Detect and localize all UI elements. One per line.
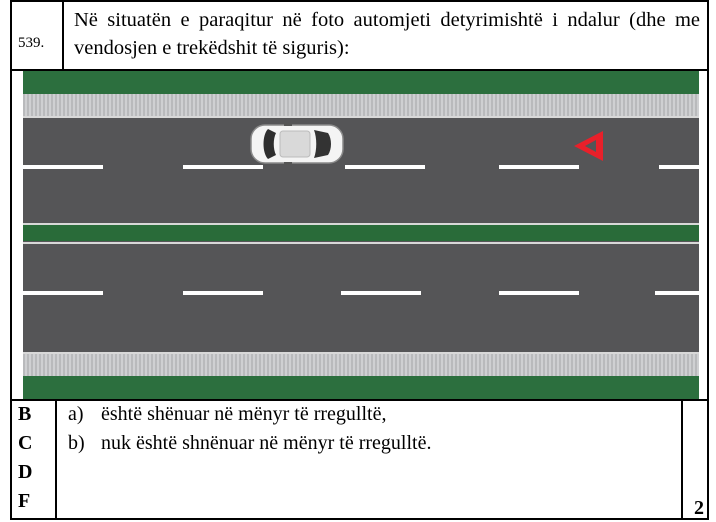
grass-strip-bottom: [23, 376, 699, 399]
lane-dash: [499, 291, 579, 295]
option-text: nuk është shnënuar në mënyr të rregulltë…: [101, 432, 432, 454]
lane-dash: [23, 165, 103, 169]
answer-option-b[interactable]: b) nuk është shnënuar në mënyr të rregull…: [68, 432, 431, 455]
lane-dash: [183, 291, 263, 295]
car-icon: [250, 123, 344, 165]
shoulder-bottom: [23, 354, 699, 376]
question-number: 539.: [18, 35, 45, 51]
median-strip: [23, 225, 699, 241]
points-value: 2: [694, 497, 704, 519]
points-column: 2: [681, 401, 707, 520]
grass-strip-top: [23, 71, 699, 94]
lane-dash: [345, 165, 425, 169]
lane-dash: [341, 291, 421, 295]
question-text: Në situatën e paraqitur në foto automjet…: [74, 9, 700, 59]
question-number-cell: 539.: [12, 2, 64, 69]
lane-dash: [499, 165, 579, 169]
road-edge-line: [23, 242, 699, 244]
road-edge-line: [23, 352, 699, 354]
category-label: B: [18, 403, 32, 425]
road-edge-line: [23, 116, 699, 118]
category-label: C: [18, 432, 33, 454]
lane-dash: [23, 291, 103, 295]
option-text: është shënuar në mënyr të rregulltë,: [101, 403, 387, 425]
answer-option-a[interactable]: a) është shënuar në mënyr të rregulltë,: [68, 403, 386, 426]
option-letter: b): [68, 432, 85, 454]
shoulder-top: [23, 94, 699, 116]
road-markings: [23, 165, 699, 295]
question-card: 539. Në situatën e paraqitur në foto aut…: [10, 0, 709, 520]
license-categories: B C D F: [12, 401, 57, 520]
category-label: F: [18, 490, 31, 512]
option-letter: a): [68, 403, 84, 425]
warning-triangle-icon: [574, 131, 603, 161]
category-label: D: [18, 461, 33, 483]
answers-section: B C D F a) është shënuar në mënyr të rreg…: [12, 399, 707, 520]
lane-dash: [183, 165, 263, 169]
lane-dash: [659, 165, 699, 169]
road-edge-line: [23, 223, 699, 225]
question-header: 539. Në situatën e paraqitur në foto aut…: [12, 2, 707, 71]
lane-dash: [655, 291, 699, 295]
road-photo: [23, 71, 699, 399]
